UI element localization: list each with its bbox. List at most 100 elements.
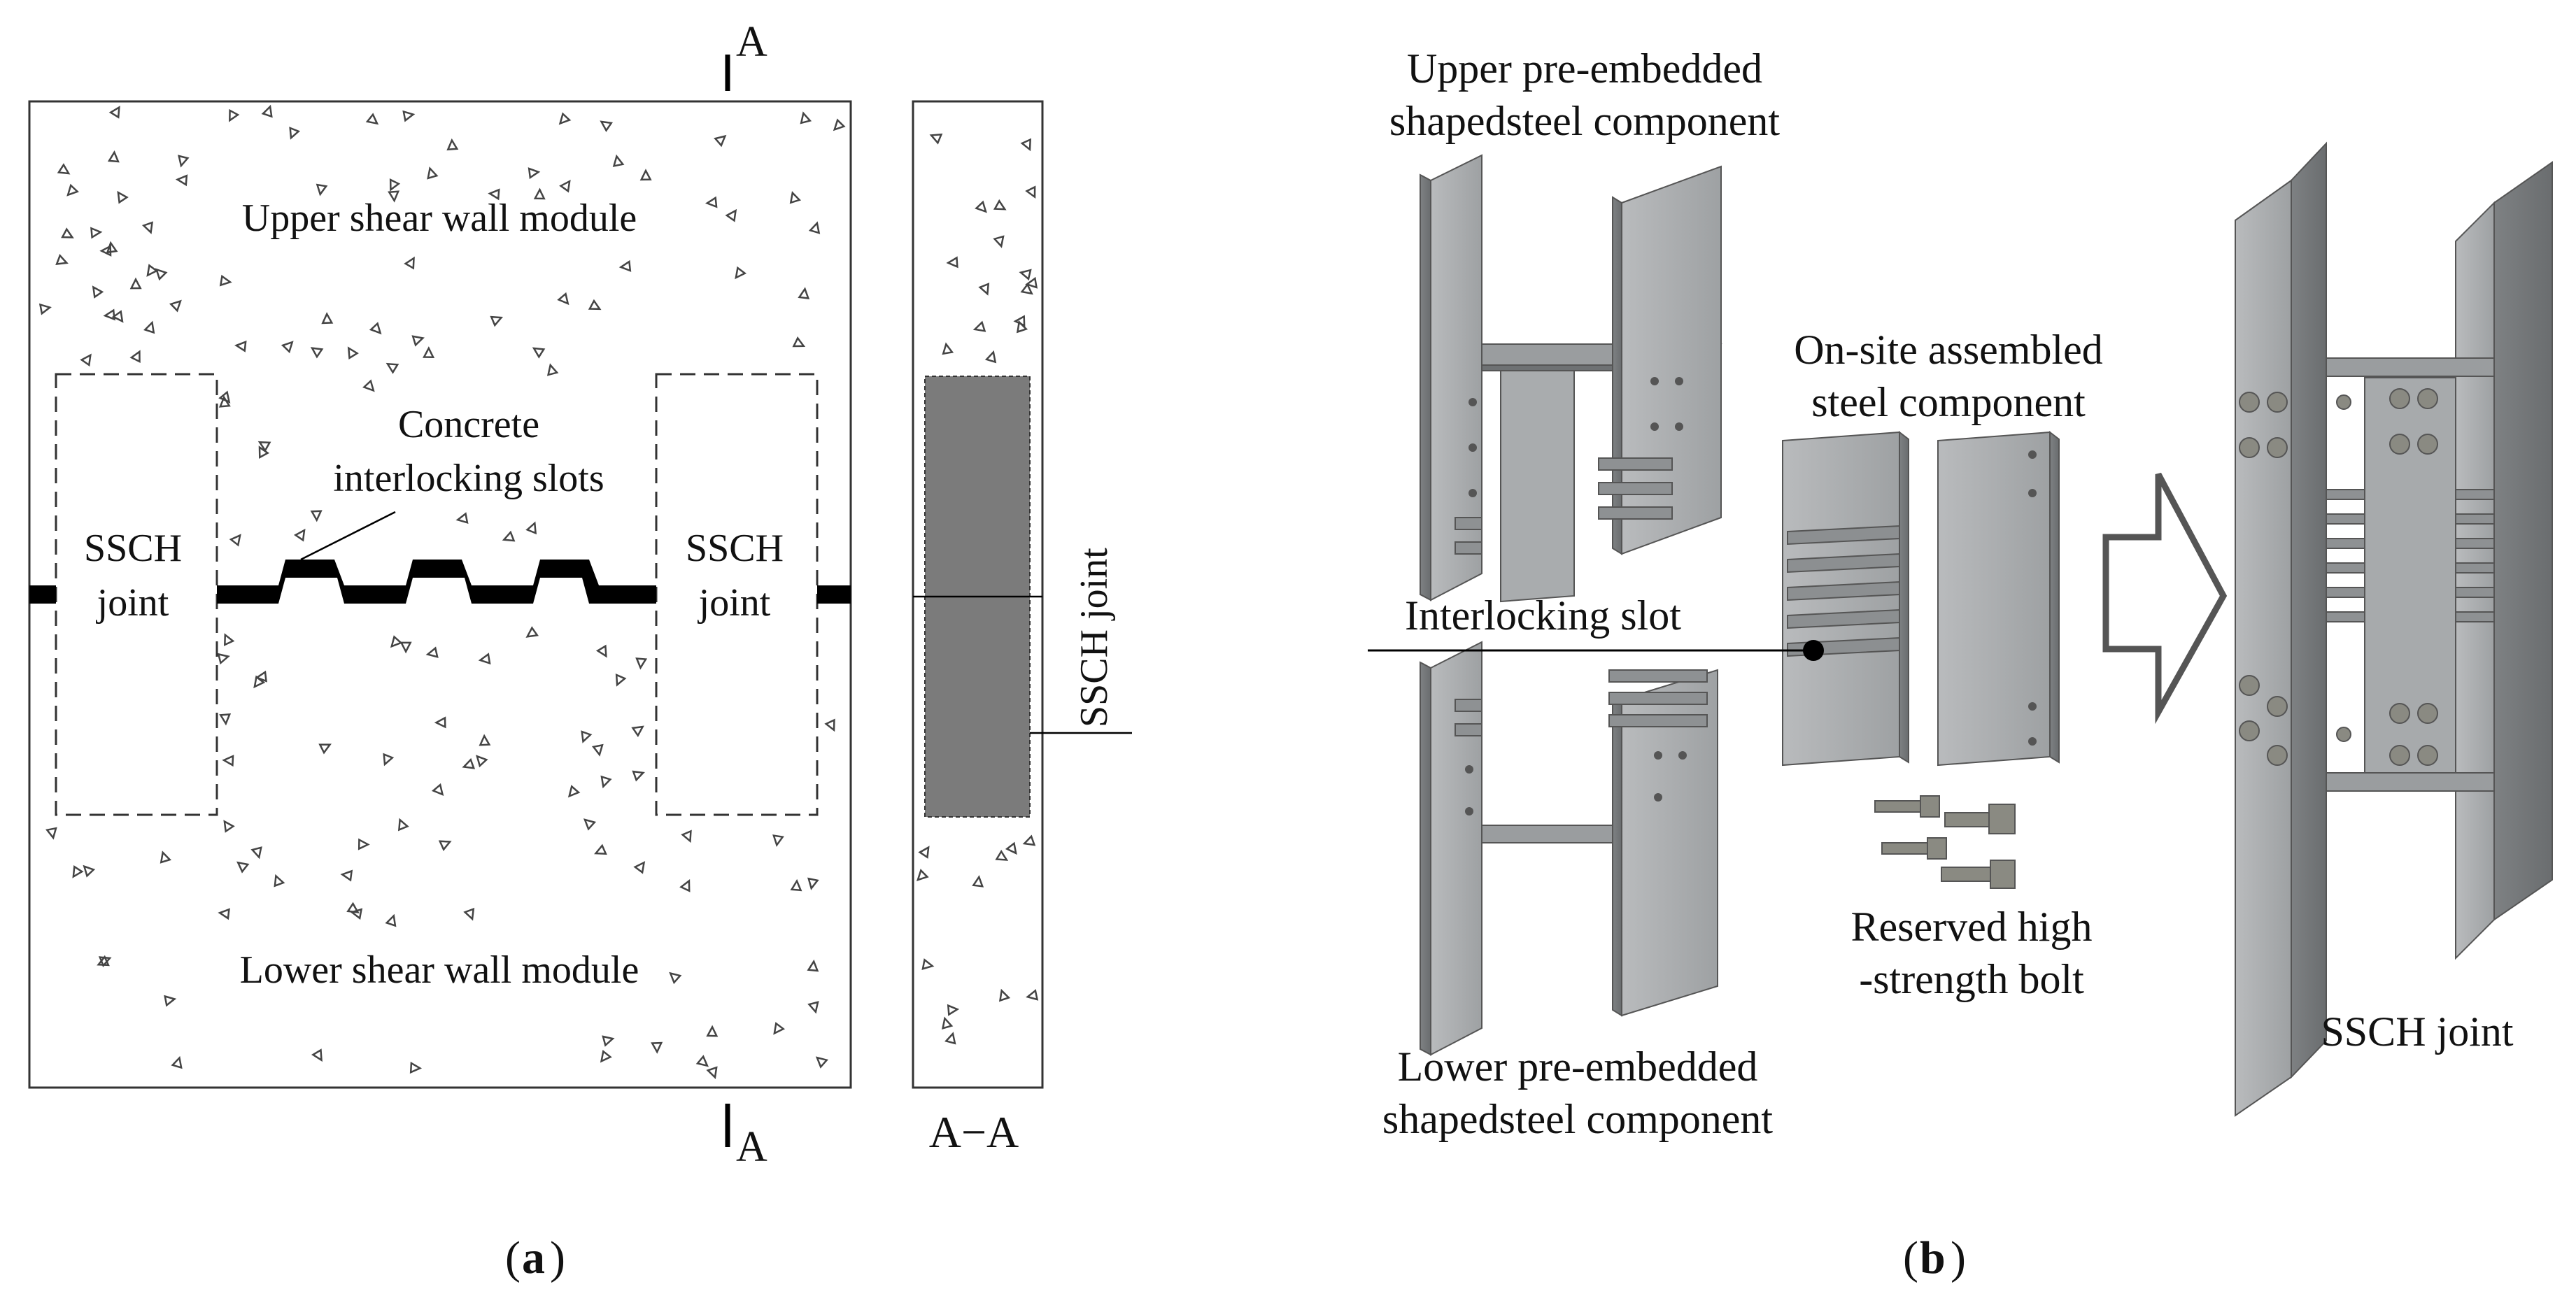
section-aggregate <box>916 133 1039 1045</box>
upper-right-flange <box>1621 165 1722 555</box>
lower-bolt-holes <box>1465 751 1687 816</box>
aggregate-mark <box>90 227 103 239</box>
aggregate-mark <box>423 346 435 358</box>
aggregate-mark <box>61 227 74 238</box>
onsite-label-line1: On-site assembled <box>1794 327 2103 373</box>
aggregate-mark <box>600 775 612 789</box>
aggregate-mark <box>253 675 266 689</box>
aggregate-mark <box>1005 841 1017 855</box>
caption-a-open: ( <box>505 1232 521 1283</box>
onsite-plate-right <box>1937 431 2051 767</box>
aggregate-mark <box>434 716 446 729</box>
aggregate-mark <box>425 646 439 658</box>
aggregate-mark <box>706 1066 718 1080</box>
interlocking-slot-marker <box>1803 640 1824 661</box>
bolt <box>1941 860 2016 889</box>
assembled-right-flange <box>2493 161 2553 921</box>
aggregate-mark <box>236 861 250 874</box>
high-strength-bolts <box>1874 795 2016 889</box>
assembled-inner-plate <box>2364 377 2456 774</box>
lower-interlock-teeth <box>1455 669 1708 736</box>
assembled-joint-label: SSCH joint <box>2321 1009 2513 1055</box>
aggregate-mark <box>446 138 459 151</box>
aggregate-mark <box>117 190 129 204</box>
aggregate-mark <box>289 127 301 140</box>
aggregate-mark <box>944 1032 956 1045</box>
aggregate-mark <box>107 150 120 163</box>
aggregate-mark <box>946 256 958 269</box>
aggregate-mark <box>365 113 379 125</box>
aggregate-mark <box>427 166 439 180</box>
aggregate-mark <box>600 120 613 132</box>
aggregate-mark <box>602 1035 615 1047</box>
aggregate-mark <box>735 266 747 280</box>
aggregate-mark <box>1016 320 1028 334</box>
aggregate-mark <box>995 850 1009 861</box>
aggregate-mark <box>695 1055 709 1067</box>
aggregate-mark <box>250 846 262 860</box>
aggregate-mark <box>807 1001 819 1014</box>
aggregate-mark <box>488 188 500 201</box>
aggregate-mark <box>340 869 353 882</box>
aggregate-mark <box>38 303 52 315</box>
aggregate-mark <box>772 834 784 847</box>
aggregate-mark <box>528 167 541 180</box>
aggregate-mark <box>679 879 691 892</box>
aggregate-mark <box>1020 283 1033 295</box>
aggregate-mark <box>807 959 819 972</box>
aggregate-mark <box>55 254 69 265</box>
aggregate-mark <box>218 908 230 920</box>
assembled-bolt-heads <box>2239 388 2438 766</box>
aggregate-mark <box>941 1016 954 1030</box>
aggregate-mark <box>639 169 652 181</box>
section-ssch-label: SSCH joint <box>1073 548 1116 727</box>
aggregate-mark <box>502 530 516 542</box>
aggregate-mark <box>790 878 802 892</box>
aggregate-mark <box>984 350 997 364</box>
aggregate-mark <box>490 315 504 327</box>
aggregate-mark <box>217 653 230 665</box>
upper-bolt-holes <box>1469 377 1683 497</box>
section-mark-top: A <box>725 18 767 91</box>
joint-band <box>29 560 851 604</box>
aggregate-mark <box>261 104 273 118</box>
aggregate-mark <box>583 818 597 831</box>
aggregate-mark <box>390 635 403 648</box>
panel-b: Upper pre-embedded shapedsteel component… <box>1368 45 2553 1283</box>
slots-label-line2: interlocking slots <box>333 457 604 500</box>
aggregate-mark <box>591 743 604 757</box>
aggregate-mark <box>431 783 444 796</box>
aggregate-mark <box>942 342 954 355</box>
aggregate-mark <box>404 256 415 270</box>
aggregate-mark <box>581 730 593 743</box>
aggregate-mark <box>588 299 602 311</box>
onsite-plate-right-holes <box>2028 450 2037 746</box>
aggregate-mark <box>164 995 177 1007</box>
aggregate-mark <box>129 277 142 290</box>
bolt-label-line2: -strength bolt <box>1859 956 2084 1002</box>
aggregate-mark <box>141 221 154 234</box>
aggregate-mark <box>815 1056 828 1069</box>
aggregate-mark <box>178 155 190 168</box>
aggregate-mark <box>402 110 416 122</box>
caption-a-close: ) <box>550 1232 565 1283</box>
panel-a: A A Upper shear wall module Lower shear … <box>28 18 1132 1283</box>
aggregate-mark <box>171 1055 183 1069</box>
aggregate-mark <box>1020 138 1032 152</box>
aggregate-mark <box>631 725 644 737</box>
aggregate-mark <box>66 183 79 197</box>
aggregate-mark <box>476 755 488 768</box>
aggregate-mark <box>525 626 539 638</box>
aggregate-mark <box>533 187 546 200</box>
assembly-arrow <box>2102 472 2228 725</box>
aggregate-mark <box>773 1022 786 1035</box>
aggregate-mark <box>129 350 141 364</box>
interlocking-slot-label: Interlocking slot <box>1405 592 1681 639</box>
lower-module-label: Lower shear wall module <box>240 948 639 992</box>
aggregate-mark <box>358 838 370 850</box>
aggregate-mark <box>559 179 571 193</box>
aggregate-mark <box>385 913 397 927</box>
onsite-teeth <box>1787 525 1900 657</box>
aggregate-mark <box>1022 834 1036 846</box>
caption-a-letter: a <box>522 1232 545 1283</box>
